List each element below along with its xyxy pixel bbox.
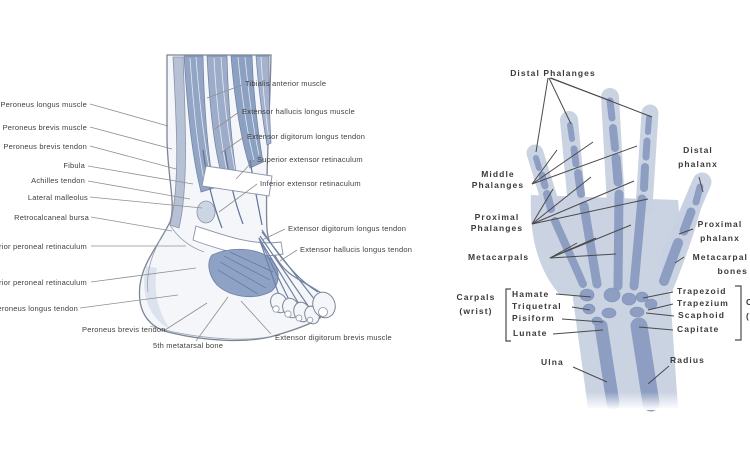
label-inferior-extensor-retinaculum: Inferior extensor retinaculum: [260, 179, 361, 188]
label-lateral-malleolus: Lateral malleolus: [27, 193, 88, 202]
label-peroneus-brevis-tendon: Peroneus brevis tendon: [3, 142, 87, 151]
label-proximal-phalanx: Proximal phalanx: [697, 219, 743, 243]
label-5th-metatarsal-bone: 5th metatarsal bone: [153, 341, 224, 350]
label-achilles-tendon: Achilles tendon: [31, 176, 85, 185]
label-extensor-hallucis-longus-muscle: Extensor hallucis longus muscle: [242, 107, 355, 116]
label-distal-phalanx: Distal phalanx: [678, 145, 718, 169]
label-extensor-digitorum-longus-tendon-2: Extensor digitorum longus tendon: [288, 224, 407, 233]
label-carpals-wrist-right-clipped: Carpals (wrist): [746, 297, 750, 321]
label-tibialis-anterior-muscle: Tibialis anterior muscle: [245, 79, 327, 88]
label-extensor-digitorum-longus-tendon: Extensor digitorum longus tendon: [247, 132, 366, 141]
label-distal-phalanges: Distal Phalanges: [510, 68, 596, 78]
foot-leader-lines: [79, 84, 298, 342]
label-superior-extensor-retinaculum: Superior extensor retinaculum: [257, 155, 363, 164]
label-trapezoid: Trapezoid: [677, 286, 727, 296]
label-middle-phalanges: Middle Phalanges: [471, 169, 525, 190]
label-metacarpal-bones: Metacarpal bones: [692, 252, 748, 276]
label-extensor-digitorum-brevis-muscle: Extensor digitorum brevis muscle: [275, 333, 392, 342]
label-inferior-peroneal-retinaculum: Inferior peroneal retinaculum: [0, 278, 87, 287]
label-metacarpals: Metacarpals: [468, 252, 530, 262]
label-lunate: Lunate: [513, 328, 548, 338]
label-carpals-wrist: Carpals (wrist): [456, 292, 496, 316]
label-radius: Radius: [670, 355, 705, 365]
label-fibula: Fibula: [63, 161, 85, 170]
label-peroneus-longus-tendon: Peroneus longus tendon: [0, 304, 78, 313]
label-peroneus-brevis-tendon-2: Peroneus brevis tendon: [82, 325, 166, 334]
label-triquetral: Triquetral: [512, 301, 562, 311]
label-proximal-phalanges: Proximal Phalanges: [470, 212, 524, 233]
hand-leader-lines: [505, 77, 742, 385]
label-peroneus-longus-muscle: Peroneus longus muscle: [0, 100, 87, 109]
label-superior-peroneal-retinaculum: Superior peroneal retinaculum: [0, 242, 87, 251]
label-retrocalcaneal-bursa: Retrocalcaneal bursa: [14, 213, 89, 222]
label-trapezium: Trapezium: [677, 298, 729, 308]
label-capitate: Capitate: [677, 324, 720, 334]
foot-ankle-illustration: [138, 54, 336, 342]
hand-wrist-illustration: [526, 88, 712, 412]
label-peroneus-brevis-muscle: Peroneus brevis muscle: [2, 123, 87, 132]
label-extensor-hallucis-longus-tendon: Extensor hallucis longus tendon: [300, 245, 413, 254]
label-ulna: Ulna: [541, 357, 564, 367]
label-scaphoid: Scaphoid: [678, 310, 726, 320]
label-hamate: Hamate: [512, 289, 550, 299]
label-pisiform: Pisiform: [512, 313, 555, 323]
